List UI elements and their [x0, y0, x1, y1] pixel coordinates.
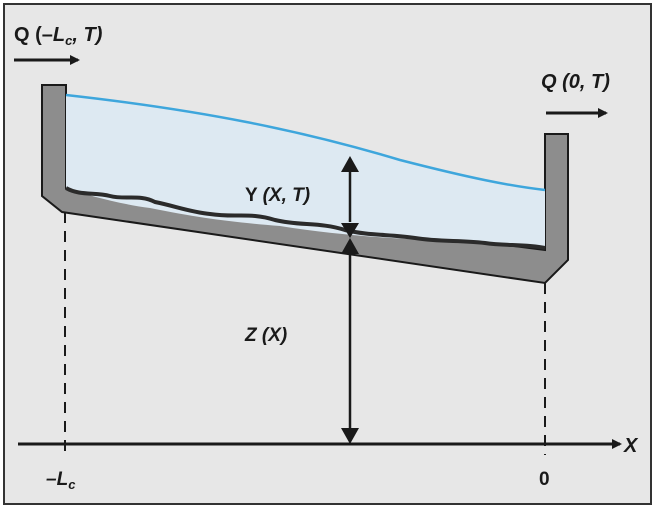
depth-label: Y (X, T): [245, 185, 310, 206]
elevation-arrow-down-head: [341, 428, 359, 444]
elevation-label: Z (X): [244, 325, 287, 346]
water-surface: [65, 93, 546, 192]
channel-bed-line: [65, 186, 546, 250]
depth-arrow-up-head: [341, 156, 359, 172]
left-tick-label: –Lc: [46, 469, 76, 492]
depth-arrow-down-head: [341, 223, 359, 238]
outflow-label: Q (0, T): [541, 71, 610, 93]
right-tick-label: 0: [539, 469, 550, 490]
elevation-arrow-up-head: [341, 238, 359, 254]
inflow-label: Q (–Lc, T): [14, 24, 103, 48]
x-axis-label: X: [623, 435, 639, 457]
